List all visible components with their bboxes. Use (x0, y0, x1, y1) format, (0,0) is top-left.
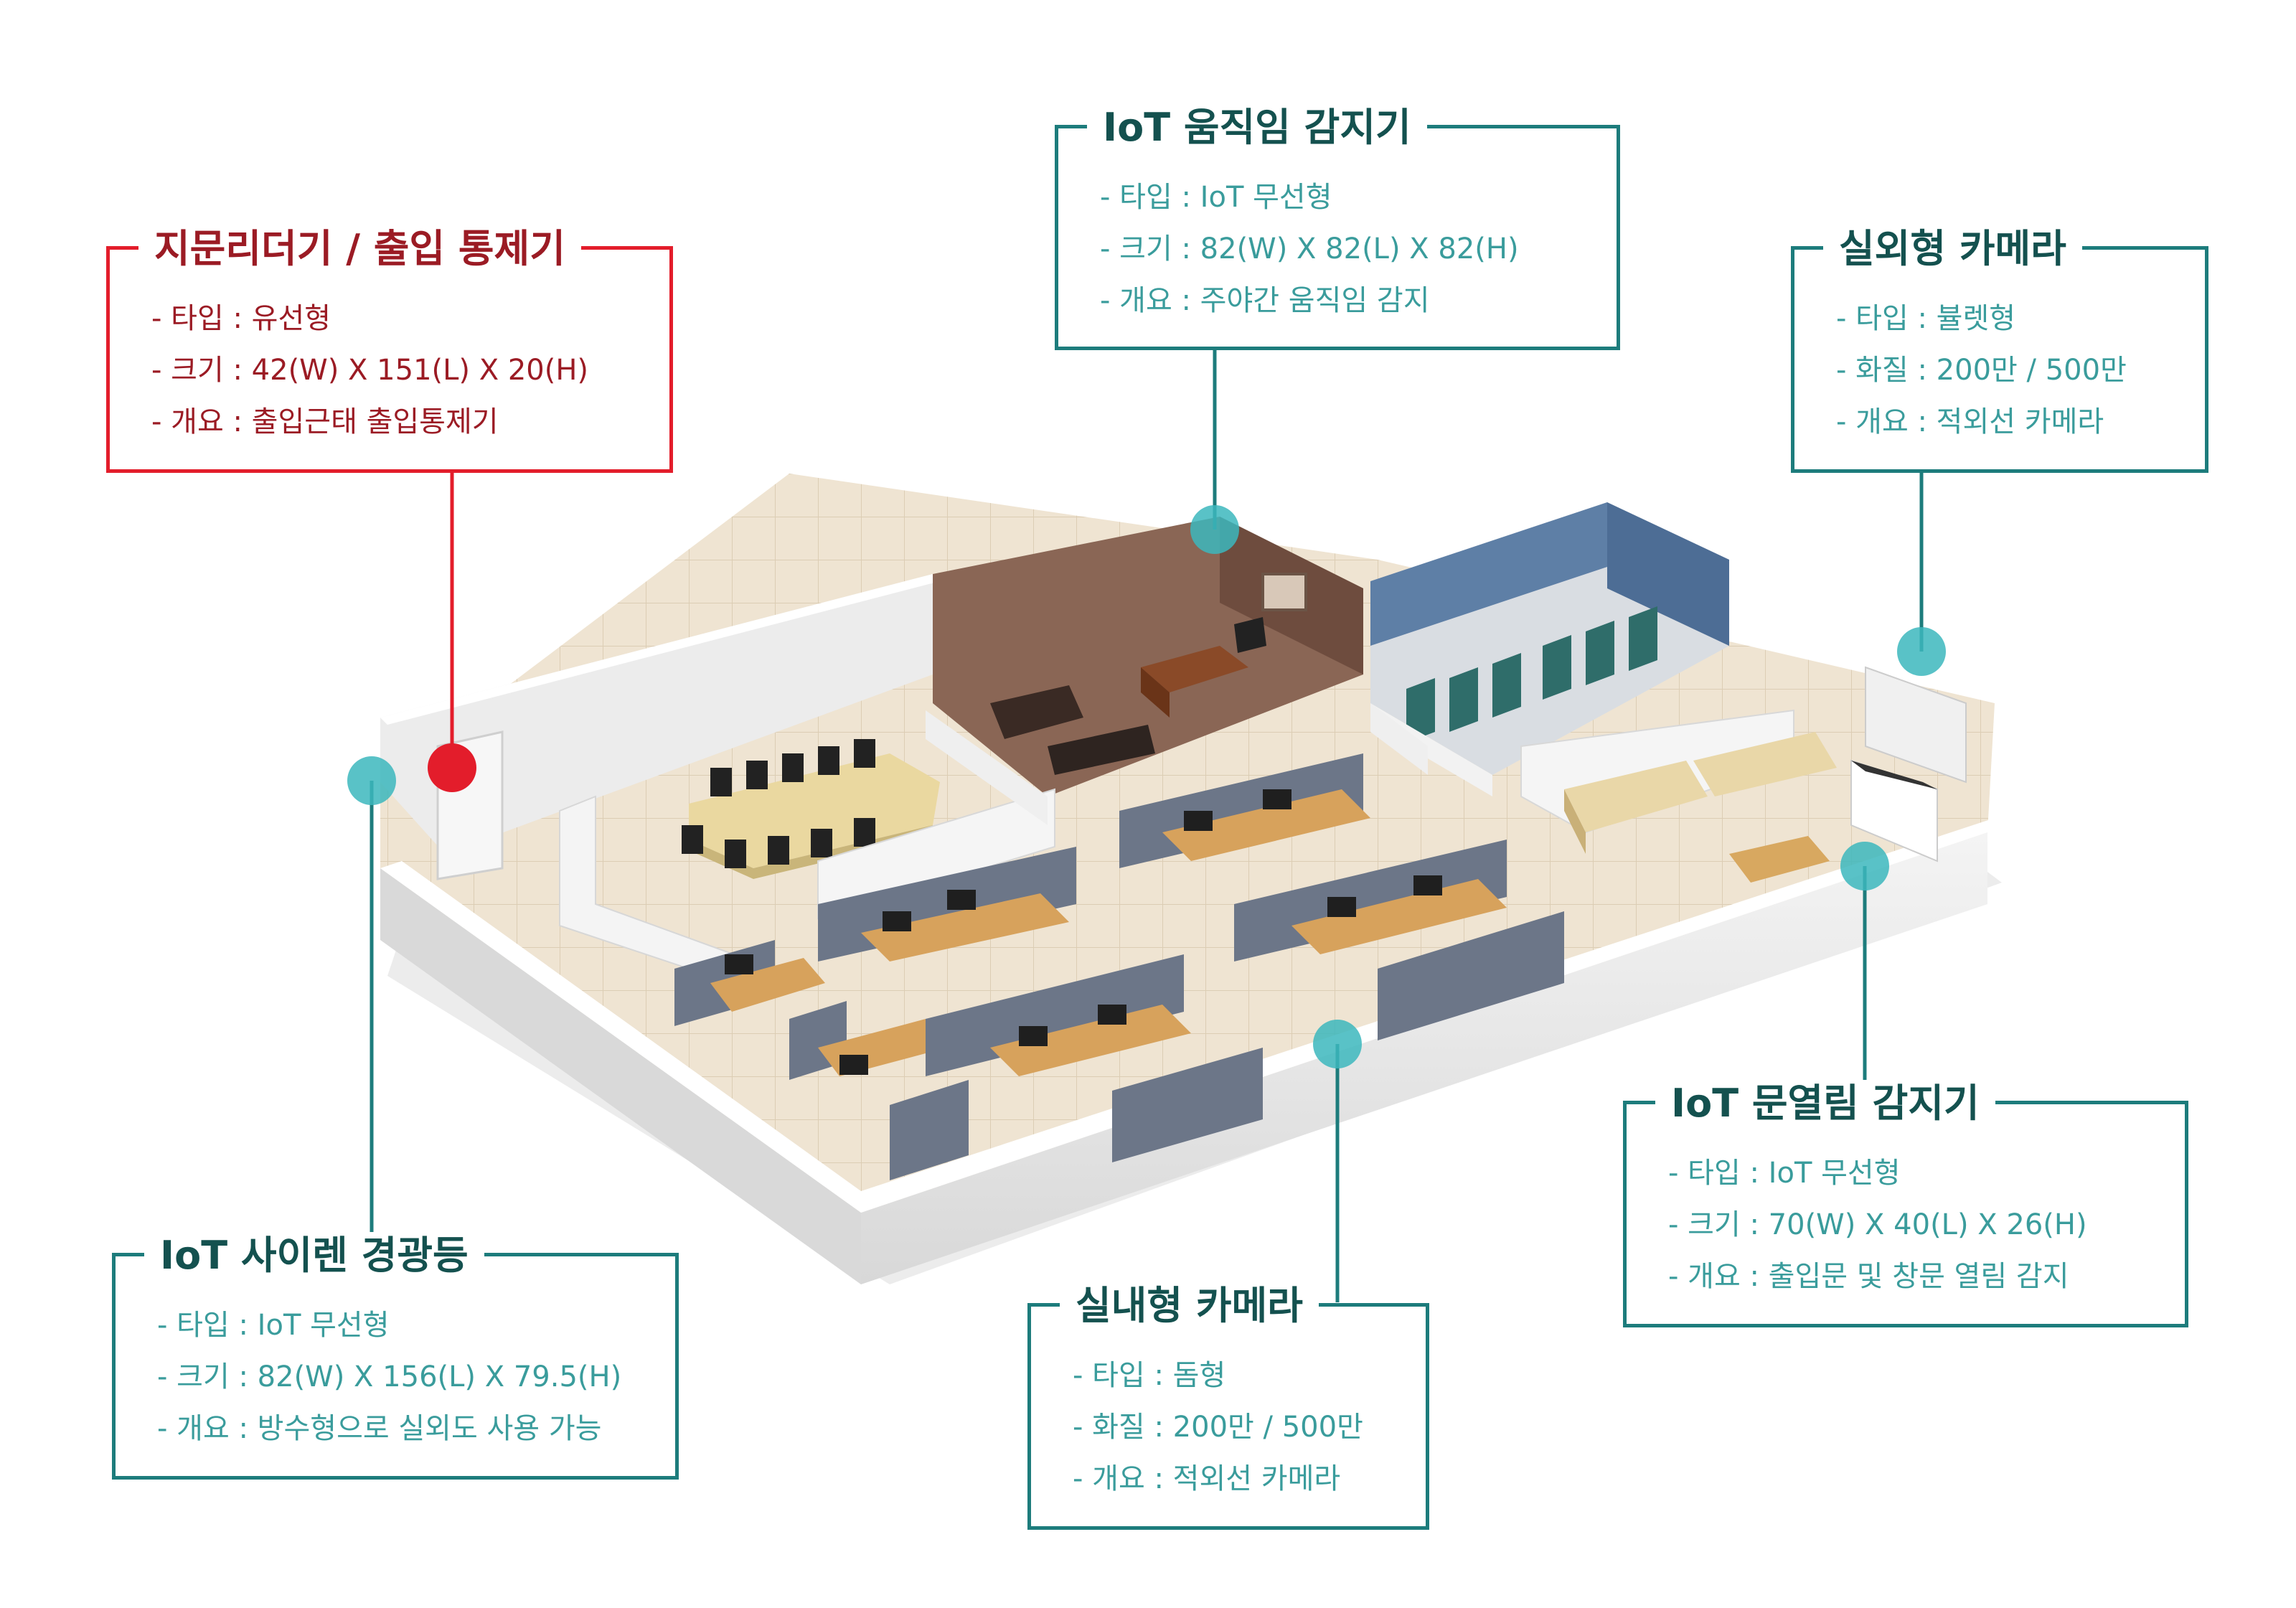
motion-sensor-callout: IoT 움직임 감지기 타입IoT 무선형 크기82(W) X 82(L) X … (1055, 104, 1620, 350)
spec-item: 개요방수형으로 실외도 사용 가능 (157, 1403, 675, 1454)
fingerprint-reader-marker (428, 743, 476, 792)
callout-title: 지문리더기 / 출입 통제기 (138, 225, 581, 273)
spec-item: 타입뷸렛형 (1836, 293, 2205, 344)
spec-item: 크기42(W) X 151(L) X 20(H) (151, 344, 669, 396)
door-sensor-marker (1840, 842, 1889, 890)
callout-title: 실외형 카메라 (1823, 225, 2082, 273)
outdoor-camera-marker (1897, 627, 1946, 676)
callout-title: IoT 사이렌 경광등 (144, 1232, 484, 1279)
spec-item: 개요출입근태 출입통제기 (151, 396, 669, 448)
door-sensor-callout: IoT 문열림 감지기 타입IoT 무선형 크기70(W) X 40(L) X … (1623, 1080, 2188, 1327)
spec-item: 화질200만 / 500만 (1836, 344, 2205, 396)
meeting-room (559, 739, 940, 992)
spec-item: 개요주야간 움직임 감지 (1100, 275, 1617, 326)
spec-item: 타입IoT 무선형 (1668, 1147, 2185, 1199)
callout-title: 실내형 카메라 (1060, 1282, 1319, 1330)
spec-item: 타입IoT 무선형 (1100, 171, 1617, 223)
indoor-camera-marker (1313, 1020, 1362, 1068)
spec-list: 타입유선형 크기42(W) X 151(L) X 20(H) 개요출입근태 출입… (110, 250, 669, 448)
lounge-area (1564, 666, 1967, 883)
fingerprint-reader-callout: 지문리더기 / 출입 통제기 타입유선형 크기42(W) X 151(L) X … (106, 225, 673, 473)
spec-list: 타입IoT 무선형 크기82(W) X 156(L) X 79.5(H) 개요방… (116, 1256, 675, 1454)
spec-item: 타입IoT 무선형 (157, 1299, 675, 1351)
leader-lines (370, 348, 1924, 1302)
device-markers (347, 505, 1946, 1068)
motion-sensor-marker (1190, 505, 1239, 554)
spec-item: 화질200만 / 500만 (1073, 1401, 1426, 1453)
spec-item: 크기82(W) X 156(L) X 79.5(H) (157, 1351, 675, 1403)
workstations (674, 753, 1564, 1180)
siren-light-callout: IoT 사이렌 경광등 타입IoT 무선형 크기82(W) X 156(L) X… (112, 1232, 679, 1480)
spec-item: 타입돔형 (1073, 1350, 1426, 1401)
spec-item: 개요적외선 카메라 (1836, 396, 2205, 448)
executive-room (933, 517, 1363, 796)
spec-item: 개요적외선 카메라 (1073, 1453, 1426, 1505)
outdoor-camera-callout: 실외형 카메라 타입뷸렛형 화질200만 / 500만 개요적외선 카메라 (1791, 225, 2208, 473)
restroom (1370, 502, 1729, 796)
spec-list: 타입돔형 화질200만 / 500만 개요적외선 카메라 (1031, 1307, 1426, 1505)
indoor-camera-callout: 실내형 카메라 타입돔형 화질200만 / 500만 개요적외선 카메라 (1027, 1282, 1429, 1530)
siren-marker (347, 756, 396, 805)
spec-list: 타입IoT 무선형 크기70(W) X 40(L) X 26(H) 개요출입문 … (1627, 1104, 2185, 1302)
spec-item: 타입유선형 (151, 293, 669, 344)
spec-item: 크기82(W) X 82(L) X 82(H) (1100, 223, 1617, 275)
callout-title: IoT 문열림 감지기 (1655, 1080, 1995, 1127)
spec-list: 타입IoT 무선형 크기82(W) X 82(L) X 82(H) 개요주야간 … (1058, 128, 1617, 326)
spec-list: 타입뷸렛형 화질200만 / 500만 개요적외선 카메라 (1794, 250, 2205, 448)
spec-item: 크기70(W) X 40(L) X 26(H) (1668, 1199, 2185, 1251)
callout-title: IoT 움직임 감지기 (1087, 104, 1427, 151)
spec-item: 개요출입문 및 창문 열림 감지 (1668, 1251, 2185, 1302)
